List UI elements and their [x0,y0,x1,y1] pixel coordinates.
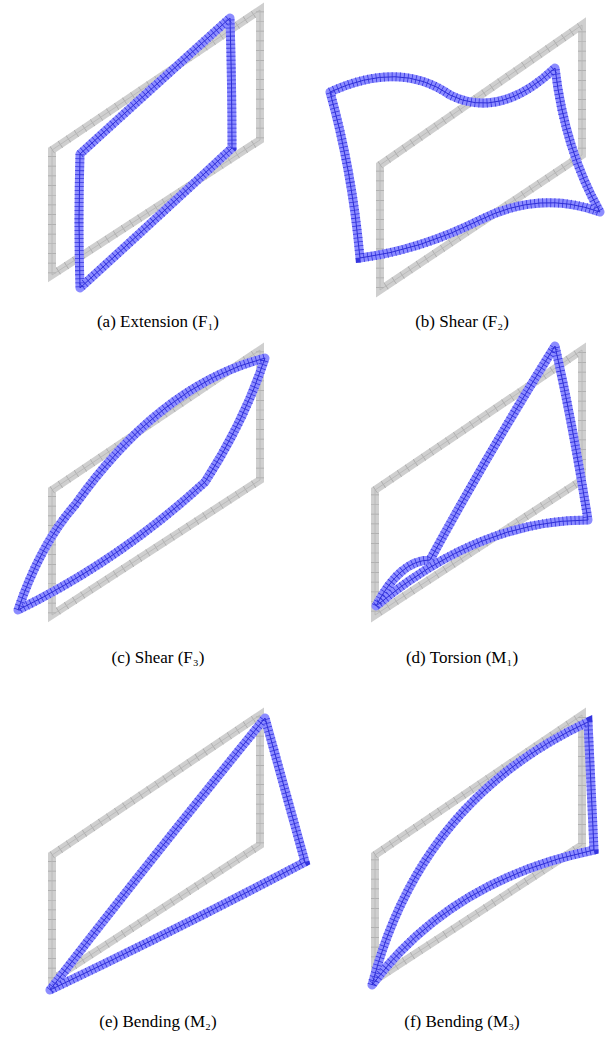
deformed-frame [372,722,594,985]
panel-caption: (f) Bending (M₃) [404,1012,519,1032]
deformed-frame [50,718,305,990]
deformed-frame [79,18,232,288]
deformed-frame [376,346,588,606]
deformed-frame [79,18,232,288]
panel-caption: (e) Bending (M₂) [99,1012,216,1032]
panel-caption: (b) Shear (F₂) [415,312,509,332]
panel-caption: (d) Torsion (M₁) [406,648,518,668]
deformed-frames [18,18,600,990]
deformed-frame [18,358,265,610]
deformed-frame [376,346,588,606]
deformed-frame [372,722,594,985]
deformed-frame [50,718,305,990]
panel-caption: (c) Shear (F₃) [112,648,205,668]
deformed-frame [79,18,232,288]
deformed-frame [372,722,594,985]
deformed-frame [18,358,265,610]
deformed-frame [330,68,600,258]
deformed-frame [18,358,265,610]
deformed-frame [50,718,305,990]
deformed-frame [330,68,600,258]
panel-caption: (a) Extension (F₁) [97,312,219,332]
deformed-frame [376,346,588,606]
deformed-frame [330,68,600,258]
undeformed-frames [52,10,582,980]
